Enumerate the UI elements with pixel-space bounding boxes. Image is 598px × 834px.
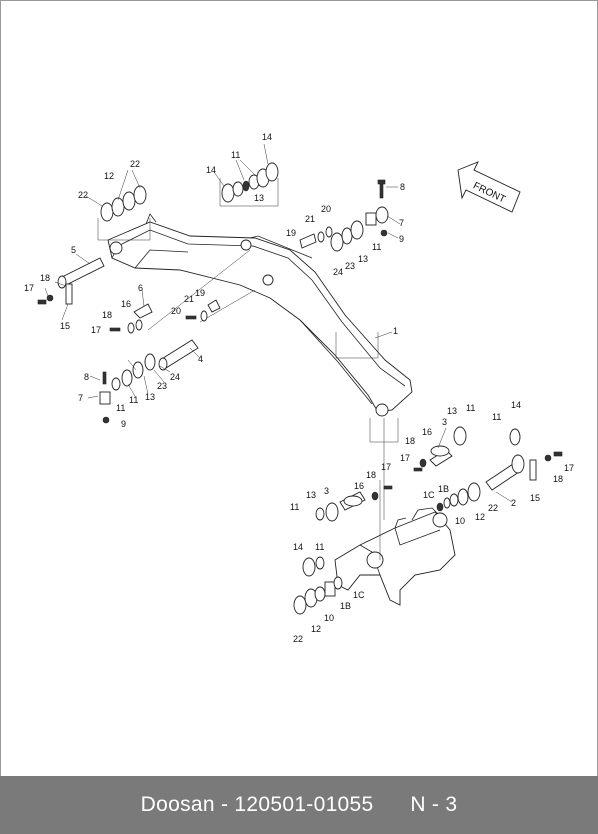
callout-11c: 11 xyxy=(116,403,125,413)
callout-16c: 16 xyxy=(354,481,364,491)
callout-labels: 1 2 3 3 4 5 6 7 7 8 8 9 9 10 10 11 11 11… xyxy=(24,132,574,644)
leader-lines xyxy=(44,143,513,503)
front-direction-arrow: FRONT xyxy=(457,161,521,213)
callout-13b: 13 xyxy=(358,254,368,264)
callout-1b-lower: 1B xyxy=(340,601,351,611)
callout-3: 3 xyxy=(442,417,447,427)
callout-16: 16 xyxy=(121,299,131,309)
callout-11h: 11 xyxy=(315,542,324,552)
callout-20: 20 xyxy=(321,204,331,214)
pin-5 xyxy=(37,257,105,305)
callout-13d: 13 xyxy=(447,406,457,416)
callout-23b: 23 xyxy=(157,381,167,391)
callout-8: 8 xyxy=(400,182,405,192)
callout-15: 15 xyxy=(60,321,70,331)
callout-13c: 13 xyxy=(145,392,155,402)
callout-11b: 11 xyxy=(372,242,381,252)
callout-7: 7 xyxy=(399,218,404,228)
callout-11f: 11 xyxy=(492,412,501,422)
callout-3b: 3 xyxy=(324,486,329,496)
washer-stack-lower xyxy=(293,556,343,615)
callout-15b: 15 xyxy=(530,493,540,503)
callout-18a: 18 xyxy=(40,273,50,283)
callout-8b: 8 xyxy=(84,372,89,382)
callout-14a: 14 xyxy=(262,132,272,142)
callout-11e: 11 xyxy=(466,403,475,413)
callout-1: 1 xyxy=(393,326,398,336)
callout-20b: 20 xyxy=(171,306,181,316)
callout-12b: 12 xyxy=(475,512,485,522)
callout-6: 6 xyxy=(138,283,143,293)
callout-21: 21 xyxy=(305,214,315,224)
footer-bar: Doosan - 120501-01055 N - 3 xyxy=(0,776,598,834)
washer-stack-upper-center xyxy=(221,162,279,203)
callout-10b: 10 xyxy=(324,613,334,623)
washer-stack-upper-left xyxy=(100,185,147,222)
callout-11d: 11 xyxy=(129,395,138,405)
small-parts-center xyxy=(299,226,333,249)
callout-19b: 19 xyxy=(195,288,205,298)
callout-11g: 11 xyxy=(290,502,299,512)
callout-17e: 17 xyxy=(381,462,391,472)
pin-2 xyxy=(436,428,563,512)
callout-17c: 17 xyxy=(564,463,574,473)
callout-5: 5 xyxy=(71,245,76,255)
callout-19: 19 xyxy=(286,228,296,238)
callout-12c: 12 xyxy=(311,624,321,634)
callout-24b: 24 xyxy=(170,372,180,382)
page-reference: N - 3 xyxy=(410,793,458,816)
footer-caption: Doosan - 120501-01055 N - 3 xyxy=(0,776,598,834)
callout-18d: 18 xyxy=(405,436,415,446)
callout-21b: 21 xyxy=(184,294,194,304)
callout-12a: 12 xyxy=(104,171,114,181)
brand-name: Doosan xyxy=(140,793,215,816)
callout-14b: 14 xyxy=(206,165,216,175)
part-number: 120501-01055 xyxy=(234,793,374,816)
callout-14c: 14 xyxy=(511,400,521,410)
callout-16b: 16 xyxy=(422,427,432,437)
callout-24: 24 xyxy=(333,267,343,277)
callout-10: 10 xyxy=(455,516,465,526)
callout-11a: 11 xyxy=(231,150,240,160)
callout-18e: 18 xyxy=(366,470,376,480)
washer-stack-upper-right xyxy=(330,179,389,252)
callout-17a: 17 xyxy=(24,283,34,293)
callout-22a: 22 xyxy=(130,159,140,169)
callout-4: 4 xyxy=(198,354,203,364)
pin-4 xyxy=(99,339,199,424)
callout-1b: 1B xyxy=(438,484,449,494)
arm-assembly xyxy=(334,507,456,606)
boom-assembly xyxy=(107,213,413,417)
callout-1c-lower: 1C xyxy=(353,590,365,600)
callout-2: 2 xyxy=(511,498,516,508)
callout-14d: 14 xyxy=(293,542,303,552)
callout-13a: 13 xyxy=(254,193,264,203)
callout-22b: 22 xyxy=(78,190,88,200)
callout-18b: 18 xyxy=(102,310,112,320)
callout-18c: 18 xyxy=(553,474,563,484)
callout-23: 23 xyxy=(345,261,355,271)
separator: - xyxy=(214,793,235,816)
callout-9: 9 xyxy=(399,234,404,244)
callout-7b: 7 xyxy=(78,393,83,403)
callout-17d: 17 xyxy=(400,453,410,463)
callout-9b: 9 xyxy=(121,419,126,429)
callout-22d: 22 xyxy=(293,634,303,644)
exploded-parts-diagram: FRONT xyxy=(24,132,574,644)
callout-17b: 17 xyxy=(91,325,101,335)
callout-13e: 13 xyxy=(306,490,316,500)
small-parts-left xyxy=(109,299,221,334)
links-3-16 xyxy=(315,426,467,522)
callout-22c: 22 xyxy=(488,503,498,513)
callout-1c: 1C xyxy=(423,490,435,500)
spacer xyxy=(374,793,411,816)
